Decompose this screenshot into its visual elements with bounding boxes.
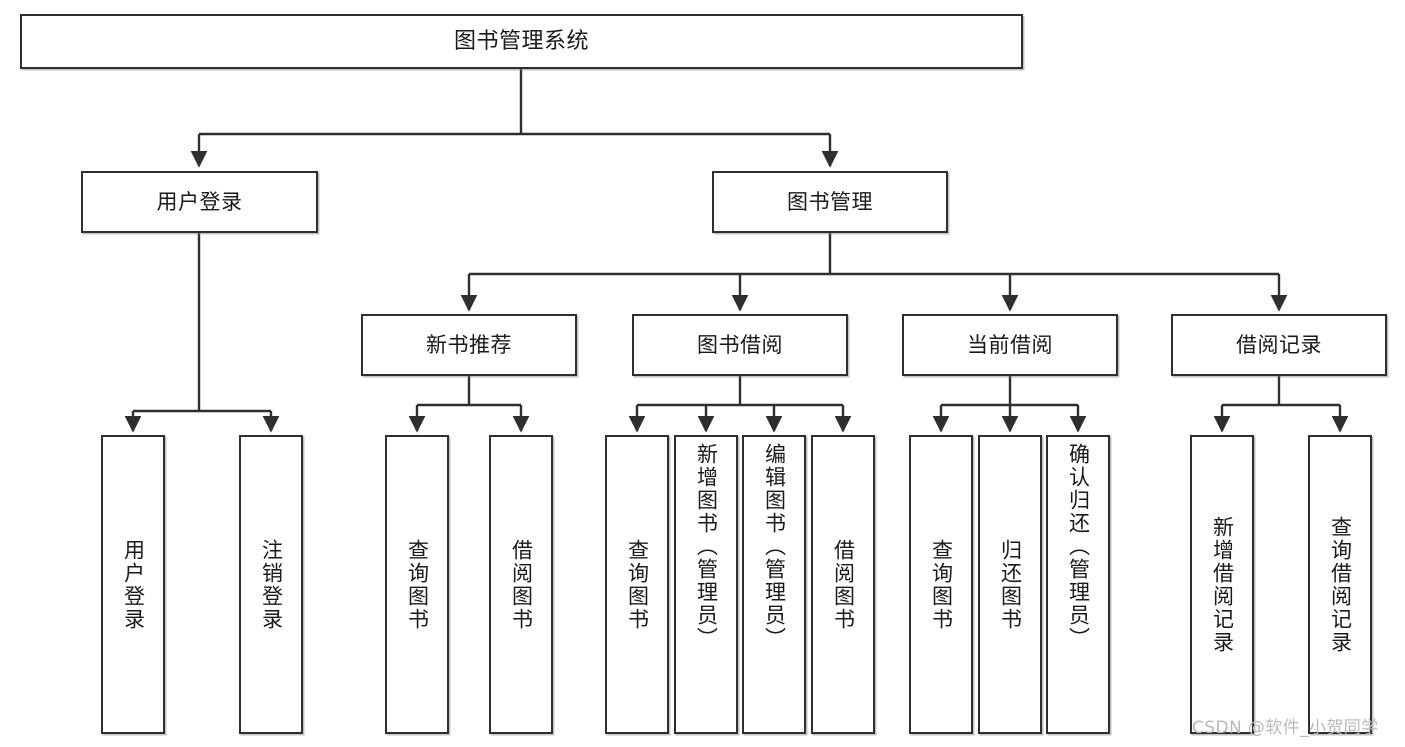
node-label: 用户登录: [156, 189, 243, 214]
node-label: 查询借阅记录: [1328, 515, 1353, 654]
node-leaf-add-book[interactable]: 新增图书（管理员）: [674, 435, 738, 734]
node-borrow-record[interactable]: 借阅记录: [1171, 314, 1387, 376]
node-label: 确认归还（管理员）: [1066, 443, 1091, 650]
node-book-management-system[interactable]: 图书管理系统: [20, 14, 1023, 69]
node-leaf-query-record[interactable]: 查询借阅记录: [1308, 435, 1372, 734]
node-leaf-edit-book[interactable]: 编辑图书（管理员）: [742, 435, 806, 734]
node-label: 查询图书: [405, 538, 430, 631]
node-leaf-query-book-2[interactable]: 查询图书: [605, 435, 669, 734]
node-label: 借阅图书: [509, 538, 534, 631]
node-label: 查询图书: [625, 538, 650, 631]
node-label: 查询图书: [929, 538, 954, 631]
node-leaf-user-logout[interactable]: 注销登录: [239, 435, 303, 734]
node-leaf-return-book[interactable]: 归还图书: [978, 435, 1042, 734]
node-leaf-confirm-return[interactable]: 确认归还（管理员）: [1046, 435, 1110, 734]
node-leaf-query-book-3[interactable]: 查询图书: [909, 435, 973, 734]
node-leaf-user-login[interactable]: 用户登录: [101, 435, 165, 734]
node-leaf-add-record[interactable]: 新增借阅记录: [1190, 435, 1254, 734]
node-label: 图书借阅: [697, 332, 783, 357]
node-leaf-query-book-1[interactable]: 查询图书: [385, 435, 449, 734]
node-label: 用户登录: [121, 538, 146, 631]
node-new-book-recommend[interactable]: 新书推荐: [361, 314, 577, 376]
node-label: 图书管理系统: [453, 28, 589, 54]
watermark-text: CSDN @软件_小贺同学: [1192, 718, 1379, 738]
node-label: 借阅图书: [831, 538, 856, 631]
node-label: 新增图书（管理员）: [694, 443, 719, 650]
node-label: 新书推荐: [426, 332, 512, 357]
node-user-login[interactable]: 用户登录: [81, 171, 318, 233]
node-label: 借阅记录: [1236, 332, 1322, 357]
node-label: 当前借阅: [967, 332, 1053, 357]
node-label: 编辑图书（管理员）: [762, 443, 787, 650]
node-label: 图书管理: [787, 189, 873, 214]
node-current-borrow[interactable]: 当前借阅: [902, 314, 1118, 376]
node-book-borrow[interactable]: 图书借阅: [632, 314, 848, 376]
node-label: 注销登录: [259, 538, 284, 631]
node-leaf-borrow-book-1[interactable]: 借阅图书: [489, 435, 553, 734]
node-book-management[interactable]: 图书管理: [712, 171, 948, 233]
node-leaf-borrow-book-2[interactable]: 借阅图书: [811, 435, 875, 734]
node-label: 归还图书: [998, 538, 1023, 631]
node-label: 新增借阅记录: [1210, 515, 1235, 654]
